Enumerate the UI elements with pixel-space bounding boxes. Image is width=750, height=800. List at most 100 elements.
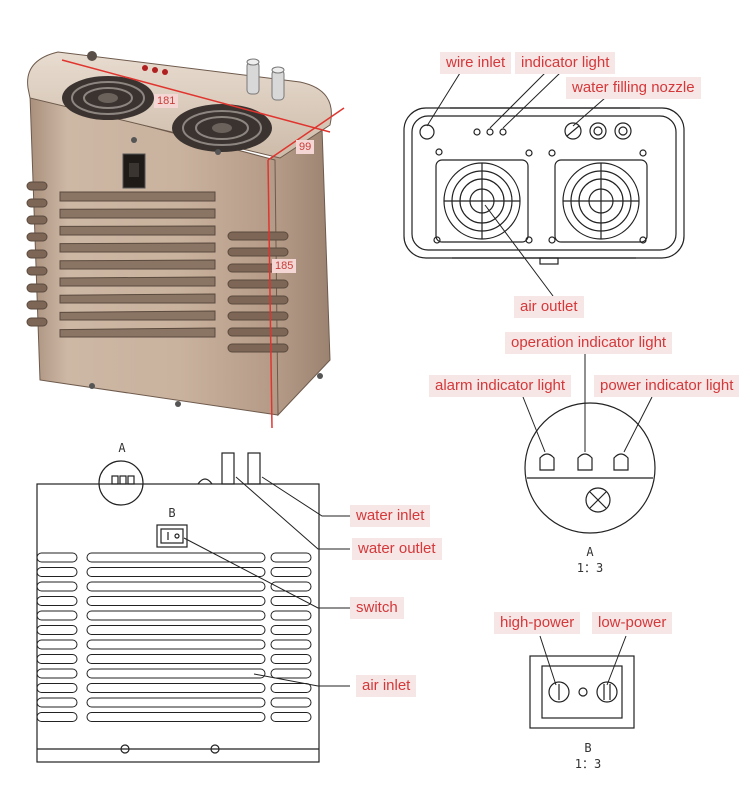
detail-b-caption-letter: B (584, 741, 592, 755)
grille-slot (227, 343, 289, 353)
dimension-lines (61, 59, 345, 429)
detail-b-view (529, 655, 635, 729)
grille-slot (36, 668, 78, 679)
grille-slot (36, 581, 78, 592)
grille-slot (36, 610, 78, 621)
grille-slot (36, 683, 78, 693)
grille-slot (86, 683, 266, 693)
grille-slot (227, 311, 289, 321)
grille-slot (26, 232, 48, 242)
grille-slot (270, 654, 312, 664)
grille-slot (36, 596, 78, 606)
grille-slot (86, 552, 266, 563)
front-view-grille (86, 552, 266, 722)
grille-slot (26, 283, 48, 293)
front-view (36, 452, 320, 763)
top-view-fan-left (435, 159, 529, 243)
label-air-inlet: air inlet (356, 675, 417, 697)
grille-slot (270, 581, 312, 592)
grille-slot (270, 596, 312, 606)
grille-slot (59, 259, 216, 270)
grille-slot (227, 279, 289, 289)
label-water-inlet: water inlet (350, 505, 431, 527)
grille-slot (86, 625, 266, 635)
grille-slot (59, 191, 216, 202)
grille-slot (36, 654, 78, 664)
grille-slot (227, 327, 289, 337)
detail-a-view (524, 402, 656, 534)
grille-slot (270, 639, 312, 650)
grille-slot (26, 266, 48, 276)
grille-slot (59, 293, 216, 304)
grille-slot (227, 231, 289, 241)
grille-slot (26, 300, 48, 310)
grille-slot (59, 276, 216, 287)
grille-slot (26, 215, 48, 225)
dimension-height: 185 (272, 259, 297, 273)
label-wire-inlet: wire inlet (440, 52, 512, 74)
front-view-left-grille (36, 552, 78, 722)
detail-a-scale: 1：3 (576, 561, 604, 575)
front-view-leaders (183, 476, 350, 687)
detail-b-leaders (539, 635, 627, 686)
grille-slot (26, 181, 48, 191)
grille-slot (86, 567, 266, 577)
product-render (26, 51, 345, 429)
front-view-right-grille (270, 552, 312, 722)
label-high-power: high-power (494, 612, 581, 634)
grille-slot (86, 581, 266, 592)
grille-slot (36, 567, 78, 577)
render-fan-left (62, 76, 154, 120)
grille-slot (59, 225, 216, 236)
grille-slot (59, 327, 216, 338)
dimension-width: 99 (296, 140, 315, 154)
detail-b-scale: 1：3 (574, 757, 602, 771)
grille-slot (270, 668, 312, 679)
grille-slot (270, 697, 312, 708)
grille-slot (227, 295, 289, 305)
detail-a-marker: A (118, 441, 126, 455)
grille-slot (86, 654, 266, 664)
grille-slot (86, 712, 266, 722)
label-water-filling-nozzle: water filling nozzle (566, 77, 701, 99)
grille-slot (86, 610, 266, 621)
label-air-outlet: air outlet (514, 296, 584, 318)
dimension-length: 181 (154, 94, 179, 108)
grille-slot (36, 712, 78, 722)
grille-slot (270, 567, 312, 577)
grille-slot (86, 697, 266, 708)
render-front-grille (59, 191, 216, 338)
grille-slot (36, 697, 78, 708)
grille-slot (86, 596, 266, 606)
grille-slot (270, 625, 312, 635)
label-indicator-light: indicator light (515, 52, 616, 74)
grille-slot (59, 208, 216, 219)
grille-slot (86, 668, 266, 679)
grille-slot (36, 625, 78, 635)
detail-a-leaders (522, 354, 653, 453)
label-power-indicator-light: power indicator light (594, 375, 740, 397)
grille-slot (270, 712, 312, 722)
grille-slot (59, 310, 216, 321)
grille-slot (270, 552, 312, 563)
grille-slot (59, 242, 216, 253)
grille-slot (36, 552, 78, 563)
label-switch: switch (350, 597, 404, 619)
detail-b-marker: B (168, 506, 176, 520)
grille-slot (26, 198, 48, 208)
grille-slot (227, 247, 289, 257)
grille-slot (86, 639, 266, 650)
grille-slot (26, 317, 48, 327)
render-left-grille (26, 181, 48, 327)
label-alarm-indicator-light: alarm indicator light (429, 375, 572, 397)
render-fan-right (172, 104, 272, 152)
grille-slot (26, 249, 48, 259)
label-low-power: low-power (592, 612, 673, 634)
top-view-fan-right (554, 159, 648, 243)
detail-a-caption-letter: A (586, 545, 594, 559)
grille-slot (36, 639, 78, 650)
label-water-outlet: water outlet (352, 538, 442, 560)
grille-slot (270, 610, 312, 621)
